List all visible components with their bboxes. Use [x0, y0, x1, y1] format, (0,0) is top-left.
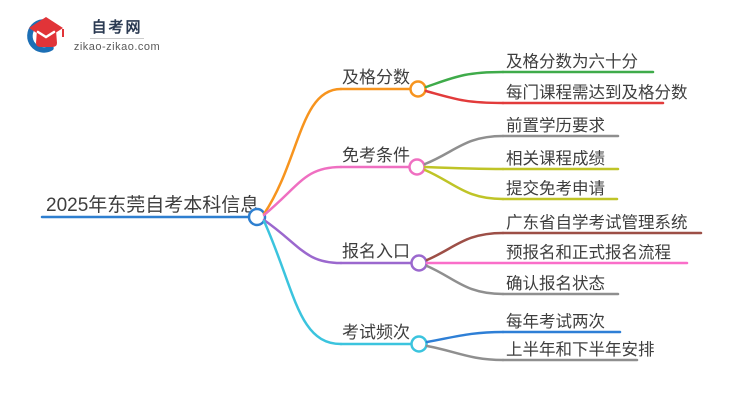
logo-cap-chevron [36, 30, 56, 39]
graduation-cap-icon [29, 17, 63, 39]
edge-branch-4-child-1 [425, 330, 505, 344]
branch-2-child-2-label: 相关课程成绩 [506, 149, 605, 168]
logo-title: 自考网 [91, 18, 142, 36]
edge-branch-2-child-3 [423, 168, 505, 201]
edge-root-to-branch-3 [262, 218, 343, 265]
branch-1-label: 及格分数 [342, 68, 410, 87]
branch-3-child-2-label: 预报名和正式报名流程 [506, 243, 671, 262]
branch-2-label: 免考条件 [342, 146, 410, 165]
branch-1-circle [409, 80, 427, 98]
branch-3-label: 报名入口 [342, 242, 410, 261]
edge-root-to-branch-1 [262, 87, 343, 216]
branch-3-circle [410, 254, 428, 272]
edge-branch-3-child-1 [425, 231, 505, 262]
edge-branch-4-child-2 [425, 344, 505, 362]
root-circle [247, 207, 267, 227]
edge-branch-1-child-1 [424, 70, 505, 89]
edge-branch-2-child-1 [423, 134, 505, 166]
branch-4-child-1-label: 每年考试两次 [506, 312, 605, 331]
branch-2-child-1-label: 前置学历要求 [506, 116, 605, 135]
branch-4-child-2-label: 上半年和下半年安排 [506, 340, 655, 359]
edge-branch-3-child-3 [425, 264, 505, 296]
edge-root-to-branch-4 [262, 219, 343, 346]
branch-exemption-conditions: 免考条件 前置学历要求 相关课程成绩 提交免考申请 [339, 116, 620, 201]
logo-domain: zikao-zikao.com [74, 41, 160, 53]
branch-4-label: 考试频次 [342, 323, 410, 342]
edge-branch-2-child-2 [423, 165, 505, 171]
branch-1-child-1-label: 及格分数为六十分 [506, 52, 638, 71]
logo: 自考网 zikao-zikao.com [27, 17, 160, 53]
branch-2-child-3-label: 提交免考申请 [506, 179, 605, 198]
edge-branch-1-child-2 [424, 89, 505, 105]
branch-3-child-1-label: 广东省自学考试管理系统 [506, 213, 688, 232]
root-label: 2025年东莞自考本科信息 [46, 194, 259, 216]
branch-1-child-2-label: 每门课程需达到及格分数 [506, 83, 688, 102]
branch-3-child-3-label: 确认报名状态 [506, 274, 605, 293]
branch-passing-score: 及格分数 及格分数为六十分 每门课程需达到及格分数 [339, 52, 688, 105]
branch-exam-frequency: 考试频次 每年考试两次 上半年和下半年安排 [339, 312, 655, 362]
root-node: 2025年东莞自考本科信息 [40, 194, 267, 227]
branch-4-circle [410, 335, 428, 353]
edge-root-to-branch-2 [262, 165, 343, 217]
branch-2-circle [408, 158, 426, 176]
branch-registration-entrance: 报名入口 广东省自学考试管理系统 预报名和正式报名流程 确认报名状态 [339, 213, 703, 296]
